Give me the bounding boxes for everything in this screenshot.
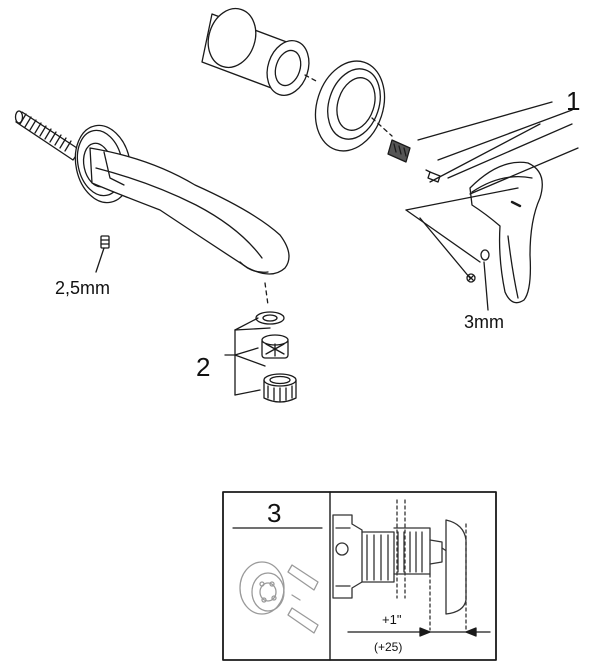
threaded-rod (14, 110, 81, 161)
aerator-housing (263, 373, 297, 403)
hex-key-handle-label: 3mm (464, 312, 504, 332)
installation-cross-section (332, 499, 467, 631)
aerator-insert (261, 334, 289, 359)
part-1-leaders (405, 101, 579, 279)
detail-frame (222, 491, 497, 661)
mounting-sleeve (201, 7, 310, 96)
handle-lever (469, 161, 543, 304)
installation-tool (239, 561, 319, 634)
spindle-adapter (387, 139, 411, 163)
spout-body (89, 147, 290, 275)
offset-dimension (347, 627, 491, 637)
aerator-washer (255, 311, 285, 325)
part-2-label: 2 (196, 352, 211, 382)
handle-screw (425, 169, 441, 183)
part-2-leaders (224, 317, 271, 396)
dimension-metric-label: (+25) (374, 640, 403, 654)
dimension-imperial-label: +1" (382, 612, 402, 627)
part-3-label: 3 (267, 498, 282, 528)
part-1-label: 1 (566, 86, 581, 116)
hex-key-small-label: 2,5mm (55, 278, 111, 298)
spout-assembly (14, 110, 290, 275)
handle-rosette (314, 60, 386, 152)
set-screw-small (100, 235, 110, 249)
handle-grub-screws (466, 249, 490, 283)
